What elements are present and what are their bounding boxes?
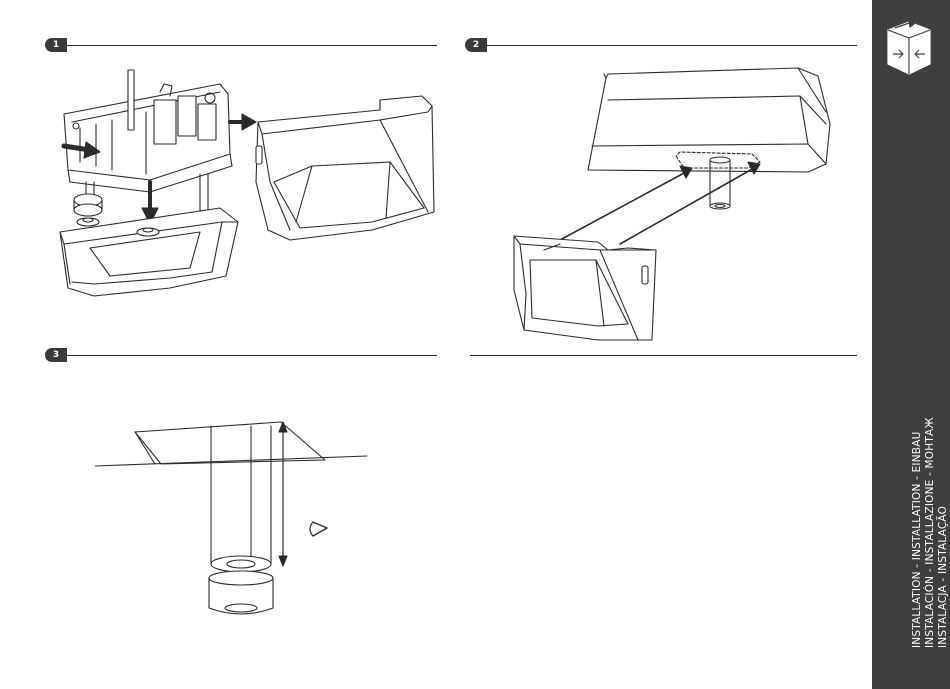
step-1-rule bbox=[45, 45, 437, 46]
step-2-rule bbox=[465, 45, 857, 46]
step-2-badge: 2 bbox=[465, 38, 487, 52]
figure-3-drain-pipe bbox=[95, 412, 370, 622]
step-2-header: 2 bbox=[465, 38, 857, 52]
sidebar-line-1: INSTALLATION - INSTALLATION - EINBAU bbox=[911, 417, 924, 648]
figure-2-cover-mounting bbox=[508, 64, 848, 346]
step-4-rule bbox=[470, 355, 857, 356]
sidebar-line-3: INSTALACJA - INSTALAÇÃO bbox=[937, 417, 950, 648]
step-1-header: 1 bbox=[45, 38, 437, 52]
step-1-badge: 1 bbox=[45, 38, 67, 52]
sidebar-section-title: INSTALLATION - INSTALLATION - EINBAU INS… bbox=[911, 417, 950, 648]
step-4-header bbox=[470, 348, 857, 362]
sidebar: INSTALLATION - INSTALLATION - EINBAU INS… bbox=[872, 0, 950, 689]
step-3-header: 3 bbox=[45, 348, 437, 362]
step-3-badge: 3 bbox=[45, 348, 67, 362]
figure-1-pump-disassembly bbox=[50, 62, 440, 307]
step-3-rule bbox=[45, 355, 437, 356]
sidebar-line-2: INSTALACIÓN - INSTALLAZIONE - МОНТАЖ bbox=[924, 417, 937, 648]
box-icon bbox=[885, 18, 933, 80]
